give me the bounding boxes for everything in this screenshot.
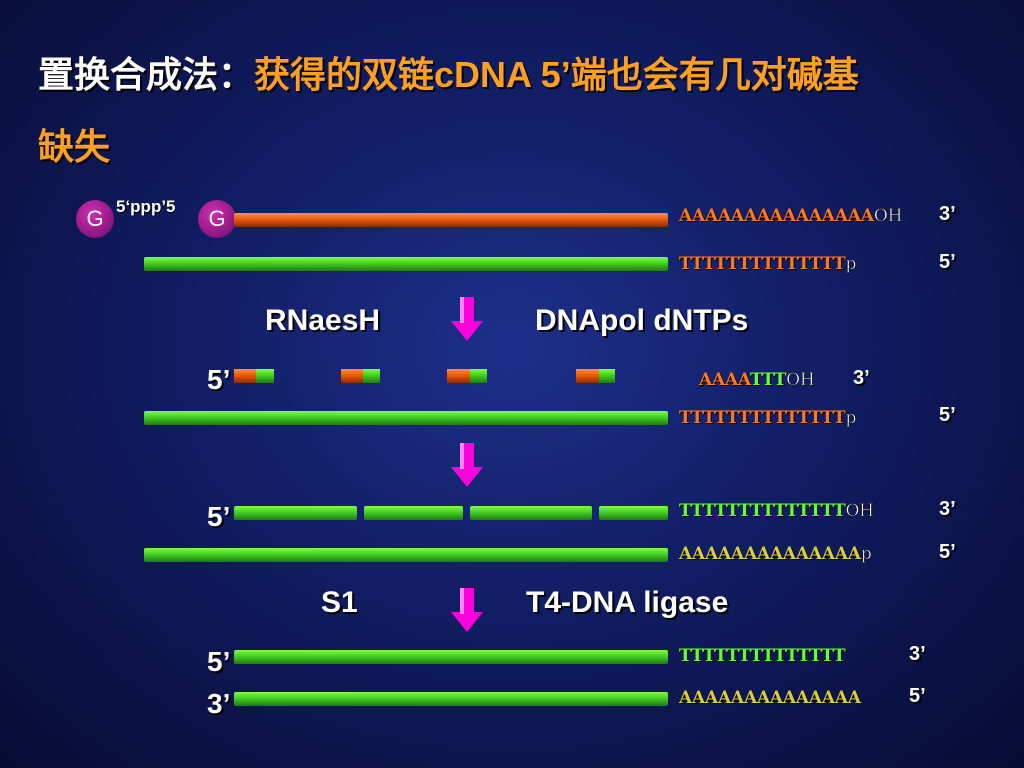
step3-top-end-label: 3’ bbox=[939, 498, 956, 520]
second-strand-segment-1 bbox=[234, 506, 357, 520]
step4-bottom-end-label: 5’ bbox=[909, 685, 926, 707]
title-highlight: 获得的双链cDNA 5’端也会有几对碱基 bbox=[254, 54, 859, 95]
step2-top-end-label: 3’ bbox=[853, 367, 870, 389]
enzyme-dnapol-label: DNApol dNTPs bbox=[535, 304, 749, 337]
step2-bottom-sequence: TTTTTTTTTTTTTTp bbox=[679, 408, 857, 429]
step2-five-prime-label: 5’ bbox=[207, 364, 231, 395]
slide-title: 置换合成法：获得的双链cDNA 5’端也会有几对碱基 bbox=[38, 52, 859, 98]
step4-top-sequence: TTTTTTTTTTTTTT bbox=[679, 646, 846, 666]
step2-top-sequence: AAAATTTOH bbox=[699, 370, 815, 391]
mrna-strand bbox=[234, 213, 668, 227]
step3-top-sequence: TTTTTTTTTTTTTTOH bbox=[679, 501, 874, 522]
down-arrow-icon bbox=[451, 443, 483, 487]
second-strand-segment-2 bbox=[364, 506, 463, 520]
down-arrow-icon bbox=[451, 297, 483, 341]
title-method: 置换合成法： bbox=[38, 54, 255, 95]
final-top-strand bbox=[234, 650, 668, 664]
cap-ppp-label: 5‘ppp’5 bbox=[116, 197, 176, 216]
step3-cdna-strand bbox=[144, 548, 668, 562]
second-strand-segment-4 bbox=[599, 506, 668, 520]
step3-five-prime-label: 5’ bbox=[207, 501, 231, 532]
cap-g-right: G bbox=[198, 200, 236, 238]
step1-top-sequence: AAAAAAAAAAAAAAAOH bbox=[679, 206, 903, 227]
step4-three-prime-label: 3’ bbox=[207, 688, 231, 719]
step2-cdna-strand bbox=[144, 411, 668, 425]
cdna-first-strand bbox=[144, 257, 668, 271]
step2-bottom-end-label: 5’ bbox=[939, 404, 956, 426]
step1-top-end-label: 3’ bbox=[939, 203, 956, 225]
second-strand-segment-3 bbox=[470, 506, 592, 520]
slide-title-line2: 缺失 bbox=[38, 126, 111, 167]
enzyme-rnaseh-label: RNaesH bbox=[265, 304, 381, 337]
down-arrow-icon bbox=[451, 588, 483, 632]
step3-bottom-end-label: 5’ bbox=[939, 541, 956, 563]
step1-bottom-end-label: 5’ bbox=[939, 251, 956, 273]
step4-top-end-label: 3’ bbox=[909, 643, 926, 665]
cap-g-left: G bbox=[76, 200, 114, 238]
enzyme-t4-ligase-label: T4-DNA ligase bbox=[526, 586, 729, 619]
step3-bottom-sequence: AAAAAAAAAAAAAAp bbox=[679, 544, 872, 565]
step4-bottom-sequence: AAAAAAAAAAAAAA bbox=[679, 688, 861, 708]
step1-bottom-sequence: TTTTTTTTTTTTTTp bbox=[679, 254, 857, 275]
final-bottom-strand bbox=[234, 692, 668, 706]
step4-five-prime-label: 5’ bbox=[207, 646, 231, 677]
enzyme-s1-label: S1 bbox=[321, 586, 358, 619]
